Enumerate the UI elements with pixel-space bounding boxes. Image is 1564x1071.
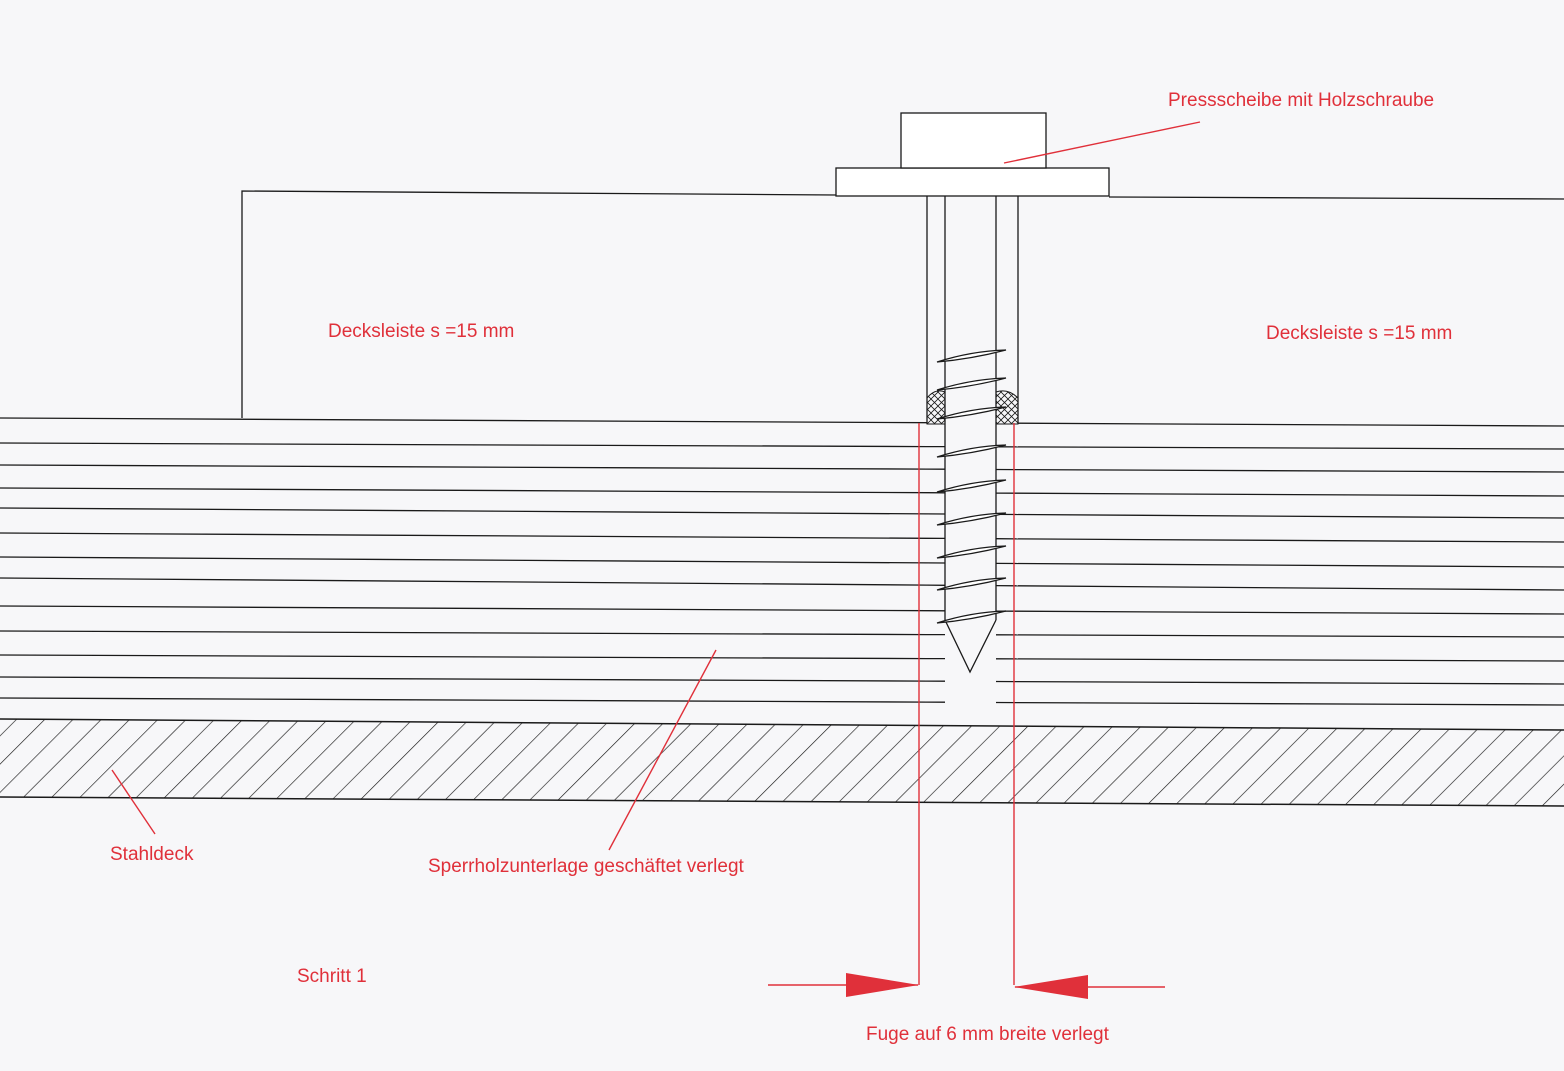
- plywood-layer-line: [0, 487, 928, 494]
- screw-thread: [936, 577, 1007, 591]
- joint-sealant: [926, 390, 1019, 425]
- plywood-layer-line: [0, 577, 928, 586]
- screw-head: [900, 112, 1047, 169]
- screw-thread: [936, 545, 1007, 559]
- leader-stahldeck: [111, 769, 156, 835]
- screw-thread: [936, 512, 1007, 526]
- plywood-layer-line: [1017, 680, 1564, 685]
- plywood-layer-line: [1017, 701, 1564, 706]
- plywood-layer-line: [0, 605, 928, 612]
- plywood-layer-line: [0, 630, 928, 636]
- plywood-layer-line: [1017, 492, 1564, 497]
- plywood-layer-line: [1017, 585, 1564, 591]
- label-stahldeck: Stahldeck: [110, 844, 194, 865]
- plywood-layer-line: [1017, 634, 1564, 638]
- screw-threads: [936, 349, 1007, 624]
- plywood-layer-line: [0, 532, 928, 539]
- label-fuge: Fuge auf 6 mm breite verlegt: [866, 1024, 1109, 1045]
- leader-sperrholz: [608, 649, 717, 851]
- plywood-layer-line: [0, 464, 928, 470]
- plywood-layer-line: [0, 556, 928, 564]
- label-deckleiste-left: Decksleiste s =15 mm: [328, 321, 515, 342]
- dimension-arrows: [846, 973, 1088, 999]
- plywood-layer-line: [1017, 446, 1564, 450]
- screw-thread: [936, 444, 1007, 458]
- arrow-right-head: [1014, 975, 1088, 999]
- arrow-left-head: [846, 973, 919, 997]
- pressure-washer: [835, 167, 1110, 197]
- leader-pressscheibe: [1003, 121, 1201, 164]
- label-pressscheibe: Pressscheibe mit Holzschraube: [1168, 90, 1435, 111]
- plywood-layer-line: [0, 507, 928, 515]
- screw-thread: [936, 349, 1007, 363]
- label-sperrholz: Sperrholzunterlage geschäftet verlegt: [428, 856, 744, 877]
- screw-thread: [936, 377, 1007, 391]
- plywood-layer-line: [1017, 658, 1564, 662]
- screw-shank: [944, 196, 997, 674]
- plywood-layer-line: [1017, 538, 1564, 543]
- plywood-layer-line: [1017, 610, 1564, 615]
- plywood-layer-line: [0, 654, 928, 660]
- plywood-layer-line: [1017, 422, 1564, 427]
- label-schritt: Schritt 1: [297, 966, 367, 987]
- plywood-layer-line: [0, 676, 928, 682]
- plywood-layer-line: [1017, 513, 1564, 519]
- label-deckleiste-right: Decksleiste s =15 mm: [1266, 323, 1453, 344]
- screw-thread: [936, 406, 1007, 420]
- deck-strip-left: [241, 190, 837, 418]
- plywood-layer-line: [1017, 562, 1564, 568]
- plywood-layers: [0, 417, 1564, 706]
- screw-thread: [936, 479, 1007, 493]
- plywood-layer-line: [0, 442, 928, 448]
- plywood-layer-line: [1017, 468, 1564, 473]
- deck-strip-right: [1108, 196, 1564, 200]
- screw-thread: [936, 610, 1007, 624]
- steel-deck: [0, 718, 1564, 807]
- plywood-layer-line: [0, 417, 928, 424]
- joint-walls: [926, 196, 1019, 424]
- plywood-layer-line: [0, 697, 928, 703]
